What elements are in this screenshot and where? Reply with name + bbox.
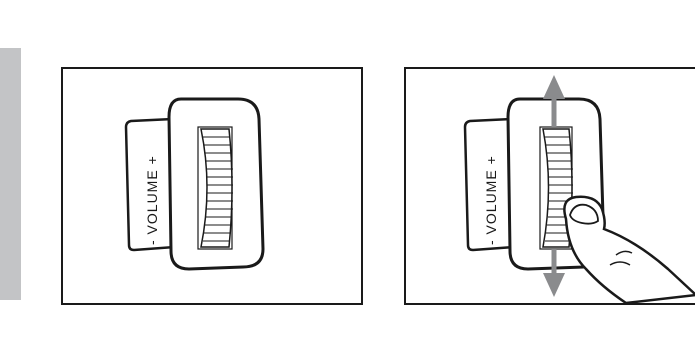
illustration-panel-adjusting: - VOLUME +: [404, 67, 695, 305]
side-tab: [0, 48, 21, 300]
arrow-up-icon: [543, 75, 565, 127]
arrow-down-icon: [543, 249, 565, 297]
finger-icon: [563, 195, 695, 303]
label-plate: [463, 117, 516, 252]
label-plate: [124, 117, 177, 252]
volume-label: - VOLUME +: [483, 155, 499, 245]
volume-wheel-adjust-illustration: - VOLUME +: [463, 75, 695, 303]
volume-wheel-illustration: - VOLUME +: [124, 97, 265, 271]
volume-label: - VOLUME +: [144, 155, 160, 245]
thumb-wheel: [200, 128, 233, 248]
illustration-panel-idle: - VOLUME +: [61, 67, 363, 305]
